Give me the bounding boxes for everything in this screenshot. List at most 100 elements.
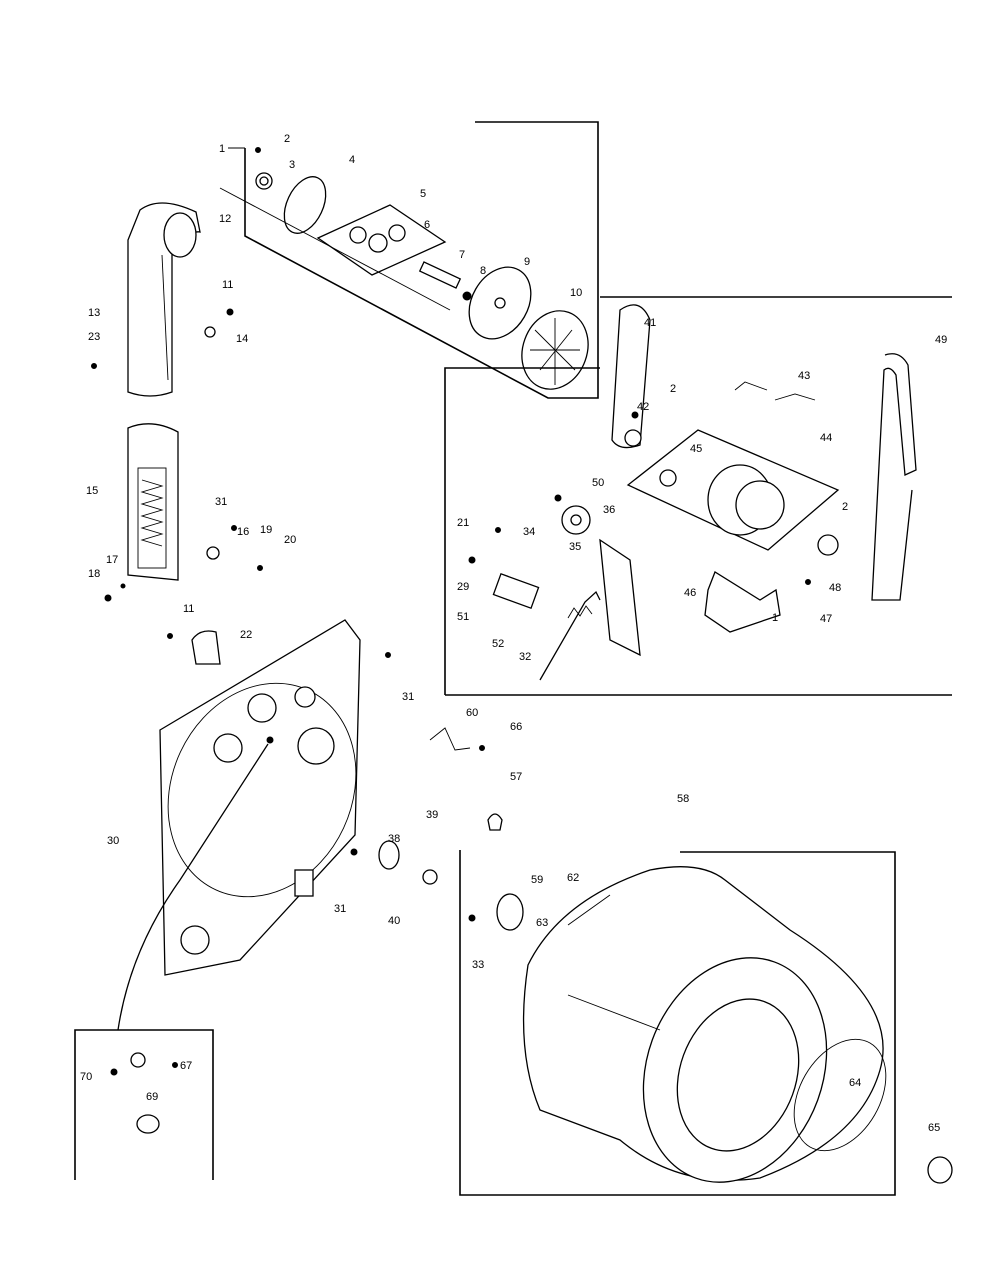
part-shape [259, 176, 269, 186]
part-shape [213, 733, 243, 763]
part-shape [567, 894, 611, 926]
part-shape [676, 998, 800, 1152]
callout-label: 8 [480, 265, 486, 277]
callout-label: 35 [569, 541, 581, 553]
part-shape [599, 538, 641, 657]
callout-label: 32 [519, 651, 531, 663]
callout-label: 11 [222, 279, 233, 291]
part-shape [817, 534, 839, 556]
part-shape [231, 525, 237, 531]
part-shape [180, 925, 210, 955]
bulkhead-frame [228, 121, 599, 399]
callout-label: 43 [798, 370, 810, 382]
part-shape [294, 686, 316, 708]
part-shape [554, 494, 562, 502]
part-shape [130, 1052, 146, 1068]
callout-label: 66 [510, 721, 522, 733]
callout-label: 1 [219, 143, 225, 155]
callout-label: 6 [424, 219, 430, 231]
part-shape [378, 840, 400, 870]
callout-label: 49 [935, 334, 947, 346]
callout-label: 44 [820, 432, 832, 444]
part-shape [368, 233, 388, 253]
callout-label: 9 [524, 256, 530, 268]
callout-label: 59 [531, 874, 543, 886]
callout-label: 36 [603, 504, 615, 516]
part-shape [459, 850, 896, 1196]
part-shape [495, 527, 501, 533]
part-shape [159, 619, 361, 976]
callout-label: 16 [237, 526, 249, 538]
callout-label: 51 [457, 611, 469, 623]
callout-label: 45 [690, 443, 702, 455]
part-shape [429, 727, 471, 751]
part-shape [172, 1062, 178, 1068]
part-shape [539, 590, 601, 681]
part-shape [117, 743, 269, 1031]
blower-wheel [521, 310, 589, 390]
part-shape [219, 187, 451, 311]
part-shape [494, 297, 506, 309]
callout-label: 38 [388, 833, 400, 845]
part-shape [350, 848, 358, 856]
callout-label: 12 [219, 213, 231, 225]
part-shape [492, 572, 540, 610]
part-shape [191, 630, 221, 665]
callout-label: 52 [492, 638, 504, 650]
callout-label: 1 [772, 612, 778, 624]
part-shape [570, 514, 582, 526]
callout-label: 58 [677, 793, 689, 805]
part-shape [468, 914, 476, 922]
callout-label: 15 [86, 485, 98, 497]
callout-label: 60 [466, 707, 478, 719]
callout-label: 57 [510, 771, 522, 783]
part-shape [204, 326, 216, 338]
part-shape [163, 212, 197, 258]
callout-label: 5 [420, 188, 426, 200]
callout-label: 47 [820, 613, 832, 625]
part-shape [927, 1156, 953, 1184]
part-shape [206, 546, 220, 560]
callout-label: 3 [289, 159, 295, 171]
callout-label: 11 [183, 603, 194, 615]
part-shape [479, 745, 485, 751]
part-shape [611, 304, 651, 449]
part-shape [462, 291, 472, 301]
callout-label: 50 [592, 477, 604, 489]
callout-label: 23 [88, 331, 100, 343]
callout-label: 69 [146, 1091, 158, 1103]
part-shape [266, 736, 274, 744]
motor-frame [444, 296, 952, 696]
part-shape [247, 693, 277, 723]
part-shape [487, 813, 503, 831]
callout-label: 31 [215, 496, 227, 508]
part-shape [349, 226, 367, 244]
callout-label: 2 [842, 501, 848, 513]
callout-label: 22 [240, 629, 252, 641]
callout-label: 42 [637, 401, 649, 413]
callout-label: 34 [523, 526, 535, 538]
part-shape [624, 429, 642, 447]
part-shape [704, 571, 781, 633]
part-shape [805, 579, 811, 585]
part-shape [127, 423, 179, 581]
part-shape [297, 727, 335, 765]
callout-label: 63 [536, 917, 548, 929]
part-shape [385, 652, 391, 658]
part-shape [567, 994, 661, 1031]
part-shape [161, 254, 169, 381]
callout-label: 41 [644, 317, 656, 329]
callout-label: 62 [567, 872, 579, 884]
callout-label: 29 [457, 581, 469, 593]
part-shape [255, 147, 261, 153]
part-shape [244, 121, 599, 399]
callout-label: 70 [80, 1071, 92, 1083]
callout-label: 65 [928, 1122, 940, 1134]
drum-frame [459, 850, 896, 1196]
